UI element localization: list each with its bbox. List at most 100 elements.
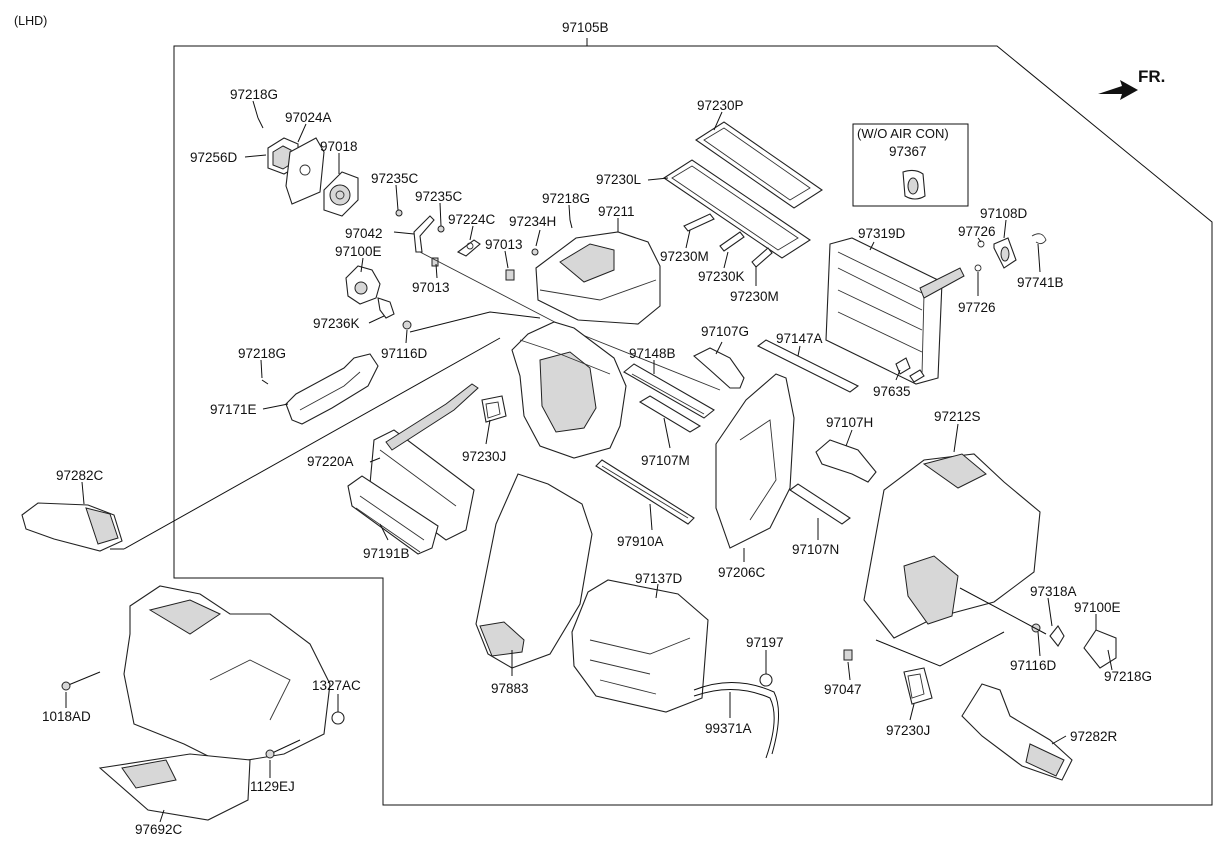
label-97883: 97883 [491,681,529,696]
door-97107M [638,395,702,433]
assembly-label: 97105B [562,20,609,35]
label-1129EJ: 1129EJ [250,779,295,794]
label-97230M-a: 97230M [660,249,709,264]
lever-97318A [1049,625,1065,647]
label-97042: 97042 [345,226,383,241]
assembly-frame [173,38,1213,806]
label-97256D: 97256D [190,150,238,165]
label-97218G-c: 97218G [542,191,590,206]
label-97171E: 97171E [210,402,257,417]
label-97197: 97197 [746,635,784,650]
label-97230L: 97230L [596,172,642,187]
label-97148B: 97148B [629,346,676,361]
label-97230M-b: 97230M [730,289,779,304]
note-box [852,123,969,207]
label-97107N: 97107N [792,542,839,557]
label-97218G-b: 97218G [238,346,286,361]
label-97230J-a: 97230J [462,449,506,464]
label-97107H: 97107H [826,415,873,430]
duct-97282R [961,683,1073,781]
label-97013-b: 97013 [412,280,450,295]
front-direction-arrow-icon [1098,80,1138,100]
label-97230J-b: 97230J [886,723,930,738]
duct-97107H [815,439,877,483]
clip-97116D-right [843,623,1041,661]
label-97218G-a: 97218G [230,87,278,102]
door-97107N [789,483,851,525]
label-97147A: 97147A [776,331,823,346]
label-97047: 97047 [824,682,862,697]
label-97018: 97018 [320,139,358,154]
filter-97230L [663,159,811,259]
label-99371A: 99371A [705,721,752,736]
label-97107G: 97107G [701,324,749,339]
upper-case-97211 [535,231,661,325]
label-97910A: 97910A [617,534,664,549]
seal-97230J-lower [903,667,933,705]
bracket-97147A [756,339,860,393]
label-97191B: 97191B [363,546,410,561]
label-97107M: 97107M [641,453,690,468]
actuator-plate-97024A [285,137,325,205]
label-97692C: 97692C [135,822,183,837]
note-box-part: 97367 [889,144,927,159]
leader-lines [65,100,1113,823]
undercover-97692C [98,753,251,821]
label-97230K: 97230K [698,269,745,284]
door-97910A [595,459,695,525]
label-97741B: 97741B [1017,275,1064,290]
case-97212S [863,453,1041,639]
label-97116D-a: 97116D [381,346,428,361]
grommet-97367 [902,169,926,200]
grommet-97197 [759,673,773,687]
label-97726-a: 97726 [958,224,996,239]
label-97282R: 97282R [1070,729,1118,744]
main-case [511,321,627,459]
heater-core-97220A [369,383,479,541]
label-97212S: 97212S [934,409,981,424]
front-direction-label: FR. [1138,67,1165,86]
label-97726-b: 97726 [958,300,996,315]
actuator-97100E-right [1083,629,1117,669]
seal-97230J-upper [481,395,507,423]
label-97013-a: 97013 [485,237,523,252]
actuator-97100E [345,265,381,305]
lower-case-97137D [571,579,709,713]
label-97282C: 97282C [56,468,104,483]
label-97116D-b: 97116D [1010,658,1057,673]
label-97218G-d: 97218G [1104,669,1152,684]
label-97024A: 97024A [285,110,332,125]
seals-97230M-97230K [683,213,773,268]
duct-97107G [693,347,745,389]
label-97206C: 97206C [718,565,766,580]
part-labels: 97218G 97024A 97256D 97018 97235C 97235C… [42,87,1152,837]
label-97235C-b: 97235C [415,189,463,204]
label-97220A: 97220A [307,454,354,469]
duct-97171E [285,353,379,425]
lever-97236K [377,297,395,319]
label-1327AC: 1327AC [312,678,361,693]
link-97042 [413,215,435,253]
label-97100E-a: 97100E [335,244,382,259]
label-97211: 97211 [598,204,635,219]
label-97108D: 97108D [980,206,1028,221]
filter-97191B [347,475,439,555]
lever-97224C [456,239,481,257]
duct-97883 [475,473,593,669]
label-97230P: 97230P [697,98,744,113]
label-97224C: 97224C [448,212,496,227]
seal-97108D [993,237,1017,269]
label-97318A: 97318A [1030,584,1077,599]
evaporator-97319D [825,237,965,385]
blower-gear-97018 [323,171,359,217]
label-97234H: 97234H [509,214,556,229]
orings-97726 [974,240,985,272]
hvac-assembly-overview [123,585,331,765]
cover-97206C [715,373,795,549]
label-97635: 97635 [873,384,911,399]
label-97319D: 97319D [858,226,906,241]
clip-97741B [1031,233,1047,245]
duct-97282C [21,502,123,552]
